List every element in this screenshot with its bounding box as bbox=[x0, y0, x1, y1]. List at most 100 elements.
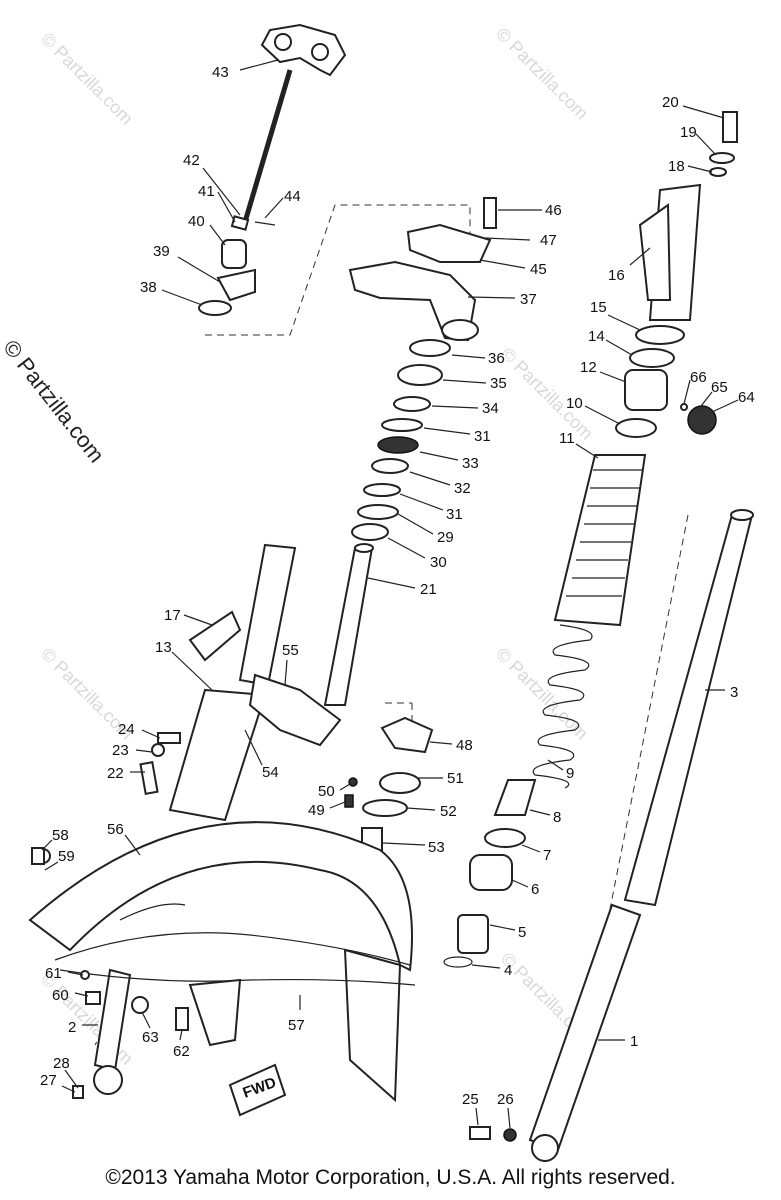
callout-65: 65 bbox=[697, 379, 728, 411]
callout-13: 13 bbox=[155, 639, 213, 691]
part-number: 48 bbox=[456, 737, 473, 754]
part-number: 47 bbox=[540, 232, 557, 249]
part-number: 62 bbox=[173, 1043, 190, 1060]
part-number: 13 bbox=[155, 639, 172, 656]
callout-17: 17 bbox=[164, 607, 213, 626]
callout-18: 18 bbox=[668, 158, 713, 175]
part-number: 56 bbox=[107, 821, 124, 838]
part-number: 25 bbox=[462, 1091, 479, 1108]
callout-29: 29 bbox=[397, 513, 454, 546]
part-number: 64 bbox=[738, 389, 755, 406]
part-number: 15 bbox=[590, 299, 607, 316]
callout-22: 22 bbox=[107, 765, 145, 782]
part-number: 35 bbox=[490, 375, 507, 392]
callout-40: 40 bbox=[188, 213, 226, 246]
part-number: 46 bbox=[545, 202, 562, 219]
part-number: 42 bbox=[183, 152, 200, 169]
watermark-text: © Partzilla.com bbox=[37, 29, 137, 129]
callout-31-lower: 31 bbox=[399, 493, 463, 523]
part-number: 40 bbox=[188, 213, 205, 230]
callout-62: 62 bbox=[173, 1029, 190, 1060]
callout-53: 53 bbox=[382, 839, 445, 856]
part-number: 4 bbox=[504, 962, 512, 979]
callout-19: 19 bbox=[680, 124, 717, 156]
callout-51: 51 bbox=[418, 770, 464, 787]
part-number: 12 bbox=[580, 359, 597, 376]
part-number: 24 bbox=[118, 721, 135, 738]
callout-61: 61 bbox=[45, 965, 84, 982]
callout-35: 35 bbox=[442, 375, 507, 392]
parts-25-26-bolts bbox=[469, 1126, 517, 1142]
callout-57: 57 bbox=[288, 995, 305, 1034]
part-number: 60 bbox=[52, 987, 69, 1004]
callout-8: 8 bbox=[529, 809, 561, 826]
callout-33: 33 bbox=[419, 451, 479, 472]
callout-3: 3 bbox=[705, 684, 738, 701]
copyright-footer: ©2013 Yamaha Motor Corporation, U.S.A. A… bbox=[105, 1166, 676, 1189]
callout-9: 9 bbox=[547, 759, 574, 782]
part-number: 32 bbox=[454, 480, 471, 497]
callout-7: 7 bbox=[521, 844, 551, 864]
part-number: 2 bbox=[68, 1019, 76, 1036]
part-number: 66 bbox=[690, 369, 707, 386]
parts-4-8-fork-internals bbox=[443, 779, 537, 968]
callout-4: 4 bbox=[471, 962, 512, 979]
part-16-headlight-bracket bbox=[638, 111, 738, 321]
part-number: 10 bbox=[566, 395, 583, 412]
callout-25: 25 bbox=[462, 1091, 479, 1126]
callout-20: 20 bbox=[662, 94, 725, 119]
callout-41: 41 bbox=[198, 183, 236, 223]
part-number: 33 bbox=[462, 455, 479, 472]
callout-16: 16 bbox=[608, 247, 651, 284]
watermark-layer: © Partzilla.com © Partzilla.com © Partzi… bbox=[37, 24, 597, 1069]
left-fork-assembly bbox=[93, 543, 342, 1095]
part-37-under-bracket bbox=[348, 197, 497, 342]
callout-1: 1 bbox=[598, 1033, 638, 1050]
part-number: 26 bbox=[497, 1091, 514, 1108]
part-number: 31 bbox=[474, 428, 491, 445]
part-number: 30 bbox=[430, 554, 447, 571]
callout-58: 58 bbox=[41, 827, 69, 851]
callout-30: 30 bbox=[387, 537, 447, 571]
callout-54: 54 bbox=[244, 729, 279, 781]
parts-48-53-clamp bbox=[344, 716, 434, 859]
callout-44: 44 bbox=[264, 188, 301, 219]
callout-48: 48 bbox=[429, 737, 473, 754]
part-number: 36 bbox=[488, 350, 505, 367]
part-number: 59 bbox=[58, 848, 75, 865]
part-number: 18 bbox=[668, 158, 685, 175]
callout-26: 26 bbox=[497, 1091, 514, 1129]
part-number: 34 bbox=[482, 400, 499, 417]
part-number: 38 bbox=[140, 279, 157, 296]
part-number: 20 bbox=[662, 94, 679, 111]
part-43-steering-crown bbox=[242, 23, 347, 223]
part-number: 43 bbox=[212, 64, 229, 81]
fwd-direction-tag: FWD bbox=[228, 1063, 287, 1117]
part-number: 41 bbox=[198, 183, 215, 200]
callout-23: 23 bbox=[112, 742, 153, 759]
part-number: 53 bbox=[428, 839, 445, 856]
part-number: 19 bbox=[680, 124, 697, 141]
part-number: 17 bbox=[164, 607, 181, 624]
parts-29-36-bearing-stack bbox=[351, 339, 451, 541]
callout-45: 45 bbox=[479, 259, 547, 278]
watermark-text: © Partzilla.com bbox=[492, 24, 592, 124]
parts-22-24-clamp-bolt bbox=[139, 732, 181, 795]
part-number: 29 bbox=[437, 529, 454, 546]
callout-27: 27 bbox=[40, 1072, 76, 1093]
callout-56: 56 bbox=[107, 821, 141, 856]
part-number: 55 bbox=[282, 642, 299, 659]
callout-31-upper: 31 bbox=[423, 427, 491, 445]
part-number: 65 bbox=[711, 379, 728, 396]
callout-12: 12 bbox=[580, 359, 627, 383]
callout-47: 47 bbox=[484, 232, 557, 249]
part-number: 58 bbox=[52, 827, 69, 844]
part-11-fork-boot bbox=[553, 454, 647, 627]
callout-50: 50 bbox=[318, 783, 351, 800]
callout-49: 49 bbox=[308, 801, 346, 819]
callout-36: 36 bbox=[451, 350, 505, 367]
part-number: 44 bbox=[284, 188, 301, 205]
callout-39: 39 bbox=[153, 243, 221, 283]
callout-55: 55 bbox=[282, 642, 299, 686]
part-number: 27 bbox=[40, 1072, 57, 1089]
